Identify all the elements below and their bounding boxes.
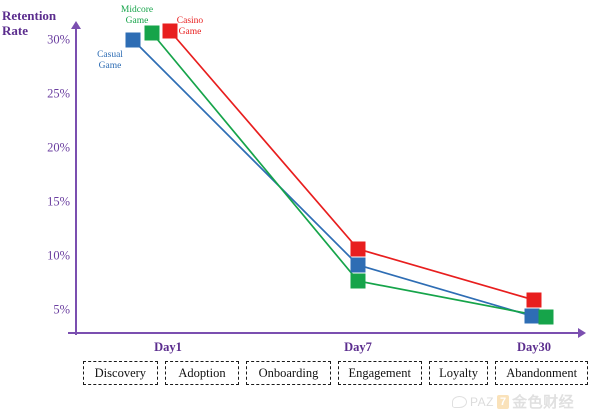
data-point-midcore-game-day1	[144, 25, 160, 41]
speech-bubble-icon	[452, 395, 467, 408]
y-axis-tick-1: 25%	[47, 86, 70, 101]
y-axis-line	[75, 28, 77, 335]
data-point-midcore-game-day7	[350, 273, 366, 289]
data-point-casino-game-day1	[162, 23, 178, 39]
y-axis-tick-0: 30%	[47, 32, 70, 47]
data-point-casual-game-day7	[350, 257, 366, 273]
stage-box-abandonment: Abandonment	[495, 361, 589, 385]
y-axis-tick-labels: 30% 25% 20% 15% 10% 5%	[26, 0, 70, 419]
x-axis-line	[68, 332, 580, 334]
data-point-casual-game-day30	[524, 308, 540, 324]
x-axis-arrow-icon	[578, 328, 586, 338]
x-axis-tick-day1: Day1	[154, 340, 182, 354]
watermark-badge: 7	[496, 394, 510, 409]
y-axis-arrow-icon	[71, 21, 81, 29]
series-label-midcore-game: Midcore Game	[120, 5, 154, 26]
stage-box-loyalty: Loyalty	[428, 361, 489, 385]
watermark-chinese-text: 金色财经	[512, 393, 575, 411]
series-label-casino-game: Casino Game	[176, 16, 204, 37]
stage-box-discovery: Discovery	[83, 361, 158, 385]
x-axis-tick-day30: Day30	[516, 340, 552, 354]
y-axis-tick-5: 5%	[53, 302, 70, 317]
stage-box-adoption: Adoption	[164, 361, 240, 385]
y-axis-title: Retention Rate	[2, 8, 57, 38]
y-axis-tick-2: 20%	[47, 140, 70, 155]
data-point-casual-game-day1	[125, 32, 141, 48]
y-axis-tick-4: 10%	[47, 248, 70, 263]
series-label-casual-game: Casual Game	[97, 50, 123, 71]
stage-box-engagement: Engagement	[337, 361, 422, 385]
y-axis-tick-3: 15%	[47, 194, 70, 209]
data-point-midcore-game-day30	[538, 309, 554, 325]
series-line-midcore-game	[151, 32, 547, 318]
stage-box-onboarding: Onboarding	[246, 361, 331, 385]
watermark: PAZ 7 金色财经	[452, 391, 574, 412]
watermark-latin-text: PAZ	[470, 394, 494, 409]
data-point-casino-game-day7	[350, 241, 366, 257]
data-point-casino-game-day30	[526, 292, 542, 308]
x-axis-tick-day7: Day7	[344, 340, 372, 354]
